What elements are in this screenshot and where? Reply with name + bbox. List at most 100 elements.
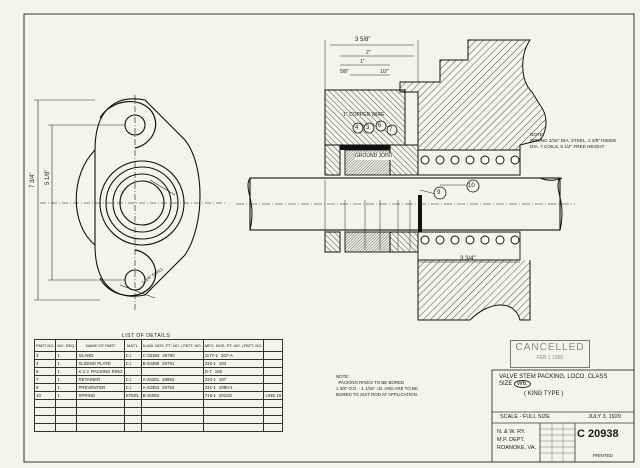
spring-coils — [420, 155, 520, 245]
remarks-cell: LINE 15 — [263, 391, 284, 400]
no-req-cell: 1 — [55, 351, 78, 360]
col-remarks — [263, 339, 284, 352]
blank-cell — [55, 399, 78, 408]
part-no-cell: 3 — [33, 351, 57, 360]
part-name-cell: SLIDING PLATE — [76, 359, 125, 368]
col-material: MAT'L — [123, 339, 142, 352]
part-number-value: 233-1 — [204, 377, 216, 382]
blank-cell — [55, 407, 78, 416]
scale-label: SCALE - FULL SIZE — [500, 414, 550, 420]
plan-dimensions — [34, 99, 176, 301]
gland-plan-view — [40, 95, 225, 310]
blank-cell — [140, 423, 204, 432]
balloon-6: 6 — [378, 123, 382, 129]
part-name-cell: RETAINER — [76, 375, 125, 384]
col-part-no: PART NO. — [33, 339, 57, 352]
no-req-cell: 1 — [55, 367, 78, 376]
no-req-cell: 1 — [55, 383, 78, 392]
dim-1in: 1" — [360, 59, 365, 65]
blank-cell — [76, 415, 125, 424]
blank-cell — [263, 423, 284, 432]
size-label: SIZE — [499, 381, 513, 387]
material-cell: C.I. — [123, 359, 142, 368]
railway-block: N. & W. RY. M.P. DEPT. ROANOKE, VA. — [497, 428, 536, 452]
dim-bottom: 3 3/4" — [460, 256, 476, 262]
ground-joint-label: GROUND JOINT — [355, 153, 394, 160]
part-no-cell: 4 — [33, 359, 57, 368]
blank-cell — [123, 415, 142, 424]
stamp-text: CANCELLED — [515, 342, 585, 353]
part-name-cell: SPRING — [76, 391, 125, 400]
blank-row — [33, 423, 284, 432]
material-cell: STEEL — [123, 391, 142, 400]
railway-name: N. & W. RY. — [497, 429, 526, 435]
part-number-value: C-33384 — [142, 353, 160, 358]
no-req-cell: 1 — [55, 359, 78, 368]
pattern-number-value: 26781 — [162, 361, 175, 366]
sheet-border — [23, 13, 635, 463]
material-cell: C.I. — [123, 383, 142, 392]
blank-cell — [202, 423, 265, 432]
blank-cell — [140, 407, 204, 416]
spring-note: NOTE: SPRING 3/16" DIA. STEEL, 2 3/8" IN… — [530, 132, 617, 149]
part-number-value: A-34261 — [142, 377, 160, 382]
part-number-value: 1177-1 — [204, 353, 219, 358]
part-name-cell: K.V.J. PACKING RING — [76, 367, 125, 376]
details-header-row: PART NO. NO. REQ. NAME OF PART MAT'L N.&… — [33, 339, 284, 352]
stamp-date: FEB 1 1956 — [536, 355, 564, 361]
blank-cell — [140, 399, 204, 408]
pattern-number-value: 166 — [214, 369, 223, 374]
blank-row — [33, 407, 284, 416]
blank-row — [33, 399, 284, 408]
dim-left-inner: 5 1/8" — [45, 169, 51, 185]
part-number-value: 232-1 — [204, 361, 216, 366]
col-no-req: NO. REQ. — [55, 339, 78, 352]
part-no-cell: 6 — [33, 367, 57, 376]
packing-note: NOTE: PACKING RINGS TO BE BORED 1 3/8" O… — [336, 374, 418, 397]
dim-5-8: 5/8" — [340, 69, 349, 75]
balloon-10: 10 — [468, 183, 475, 189]
balloon-9: 9 — [437, 190, 441, 196]
blank-row — [33, 415, 284, 424]
dim-left: 7 3/4" — [30, 172, 36, 188]
pattern-number-value: 26763 — [162, 385, 175, 390]
col-mfg-nos: MFG. NOS. PT. NO. | PATT. NO. — [202, 339, 265, 352]
part-no-cell: 10 — [33, 391, 57, 400]
railway-dept: M.P. DEPT. — [497, 437, 525, 443]
part-number-value: A-33383 — [142, 385, 160, 390]
col-name: NAME OF PART — [76, 339, 125, 352]
remarks-cell — [263, 383, 284, 392]
part-number-value: 231-1 — [204, 385, 216, 390]
blank-cell — [55, 423, 78, 432]
blank-cell — [263, 415, 284, 424]
railway-city: ROANOKE, VA. — [497, 445, 537, 451]
blank-cell — [123, 399, 142, 408]
blank-cell — [202, 407, 265, 416]
nw-nos-cell: B-25092 — [140, 391, 204, 400]
class-label: W6. — [514, 380, 531, 388]
blank-cell — [33, 415, 57, 424]
pattern-number-value: 164 — [218, 361, 227, 366]
remarks-cell — [263, 375, 284, 384]
part-number-value: B-25092 — [142, 393, 160, 398]
blank-cell — [76, 423, 125, 432]
title-line-1: VALVE STEM PACKING, LOCO. CLASS — [499, 374, 608, 380]
details-caption: LIST OF DETAILS — [122, 333, 171, 339]
no-req-cell: 1 — [55, 375, 78, 384]
dim-2in: 2" — [366, 50, 371, 56]
title-line-2: SIZE W6. — [499, 380, 607, 388]
balloon-7: 7 — [389, 127, 393, 133]
col-nw-nos: N.&W. NOS. PT. NO. | PATT. NO. — [140, 339, 204, 352]
